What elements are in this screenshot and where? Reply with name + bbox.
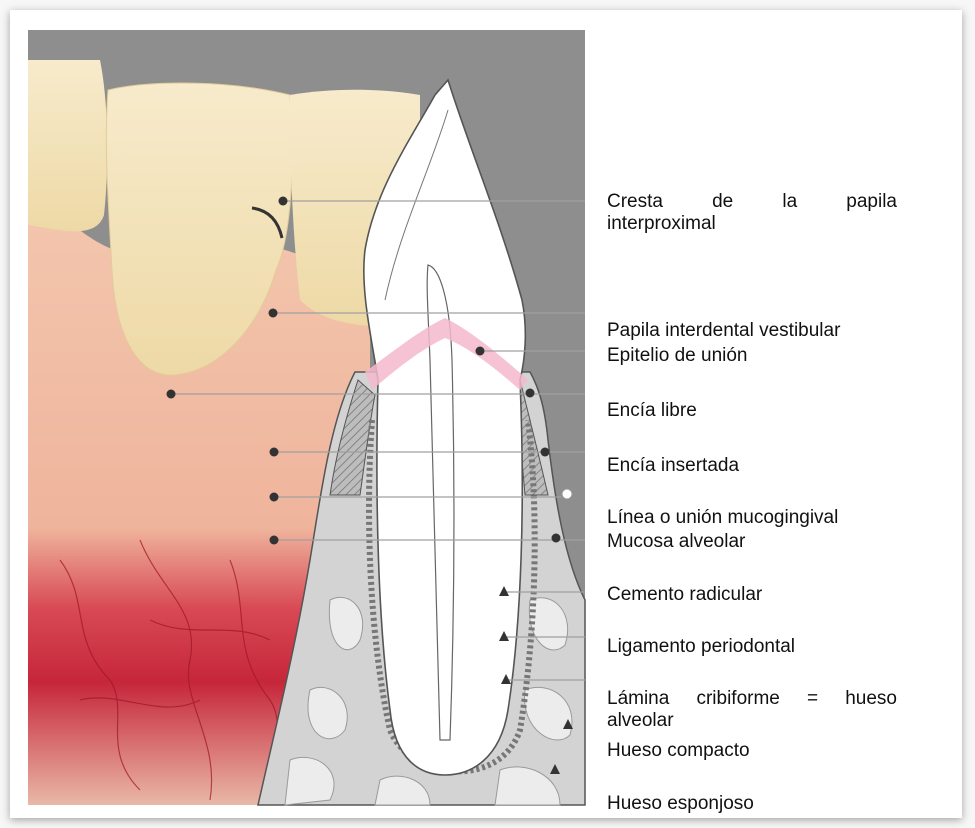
left-tooth-crown xyxy=(28,60,107,231)
mucogingival-open-dot xyxy=(562,489,572,499)
marker-linea-mucogingival xyxy=(270,493,279,502)
marker-encia-libre-section xyxy=(526,389,535,398)
marker-encia-insertada-section xyxy=(541,448,550,457)
marker-epitelio xyxy=(476,347,485,356)
marker-mucosa xyxy=(270,536,279,545)
marker-encia-insertada xyxy=(270,448,279,457)
marker-cresta xyxy=(279,197,288,206)
marker-encia-libre xyxy=(167,390,176,399)
marker-mucosa-section xyxy=(552,534,561,543)
marker-papila xyxy=(269,309,278,318)
